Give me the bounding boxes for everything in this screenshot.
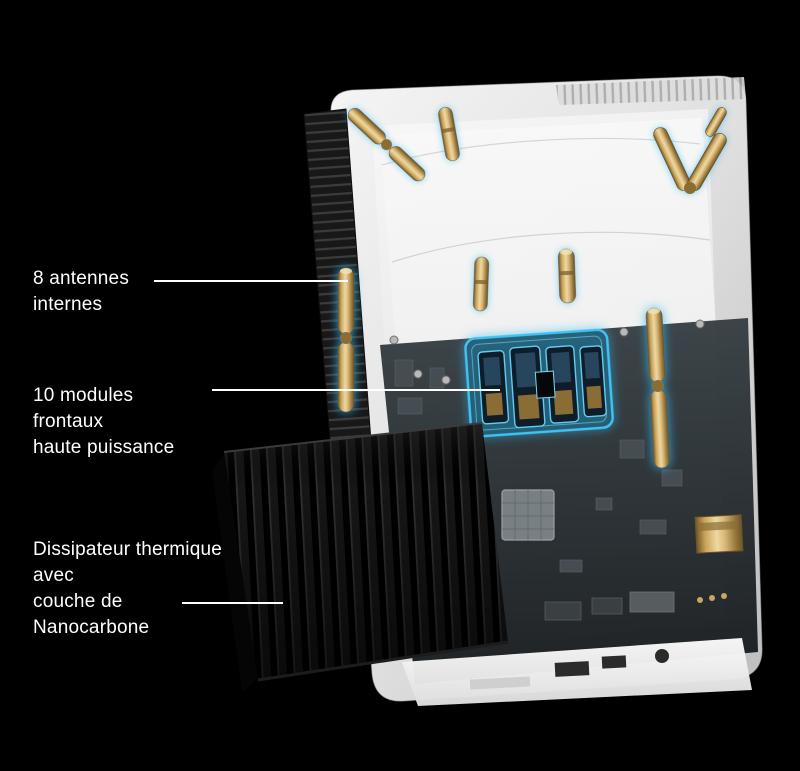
callout-text-line: Dissipateur thermique (33, 539, 223, 560)
antenna-tall-right (645, 307, 670, 469)
antenna-top-left (347, 108, 426, 182)
heatsink-side-wall (212, 452, 258, 692)
antenna-top-right-v (653, 107, 727, 194)
bottom-tray (402, 638, 752, 706)
antenna-center-gold (558, 248, 576, 304)
front-end-modules (464, 328, 614, 438)
heatsink-bottom-edge (257, 640, 509, 682)
callout-text-line: 10 modules (33, 385, 134, 406)
callout-front-end-modules: 10 modules frontaux haute puissance (33, 383, 174, 461)
heatsink-top-edge (223, 422, 483, 453)
callout-connector-line-antennas (154, 280, 348, 282)
module-column (579, 345, 607, 418)
internal-antennas (337, 107, 727, 469)
callout-text-line: 8 antennes (33, 268, 130, 289)
module-column (545, 345, 580, 424)
pcb-screws (389, 319, 705, 385)
callout-text-line: frontaux (33, 411, 104, 432)
port-row (544, 591, 727, 621)
callout-text-line: haute puissance (33, 437, 175, 458)
antenna-tall-left (337, 267, 355, 413)
emi-shield (501, 489, 555, 541)
callout-text-line: internes (33, 294, 103, 315)
callout-internal-antennas: 8 antennes internes (33, 266, 129, 318)
nanocarbon-heatsink (212, 422, 509, 692)
antenna-center-small (473, 256, 489, 312)
callout-text-line: couche de (33, 591, 123, 612)
callout-connector-line-modules (212, 389, 500, 391)
callout-text-line: avec (33, 565, 74, 586)
gold-connector (694, 514, 744, 554)
module-chip (534, 370, 556, 399)
top-vents (556, 77, 746, 105)
module-column (477, 350, 510, 425)
panel-seam-line (391, 231, 711, 263)
antenna-top-center (438, 107, 460, 161)
module-column (509, 345, 546, 429)
callout-nanocarbon-heatsink: Dissipateur thermique avec couche de Nan… (33, 537, 222, 641)
callout-connector-line-heatsink (182, 602, 283, 604)
callout-text-line: Nanocarbone (33, 617, 150, 638)
